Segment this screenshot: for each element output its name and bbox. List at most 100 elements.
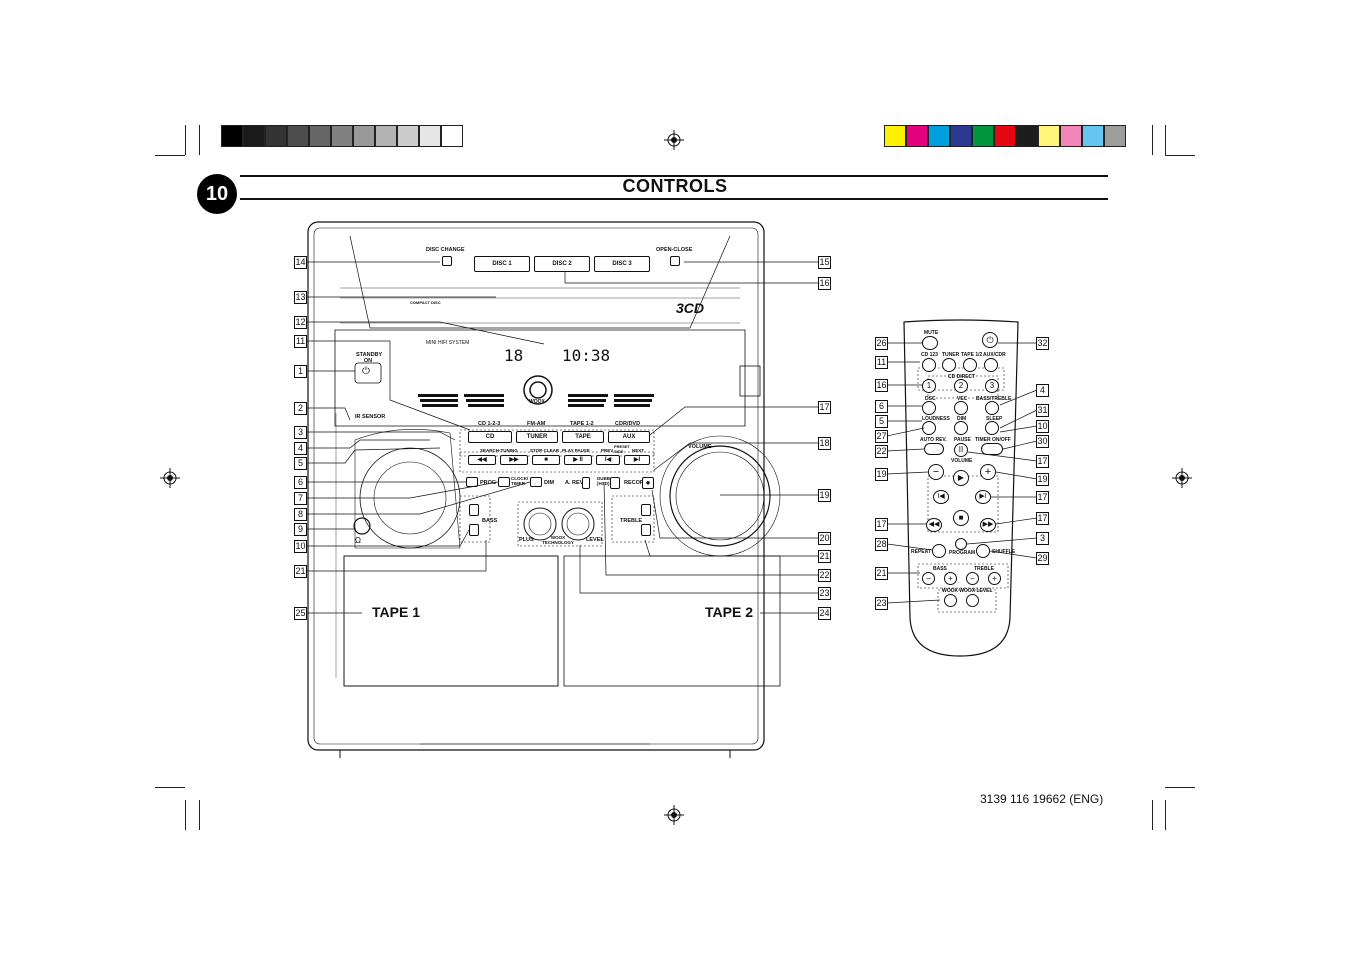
unit-callout: 18 [818, 437, 831, 450]
remote-callout: 11 [875, 356, 888, 369]
stop-button[interactable]: ■ [532, 455, 560, 465]
bass-down-button[interactable] [469, 524, 479, 536]
prev-button[interactable]: I◀ [596, 455, 620, 465]
remote-power-button[interactable]: ⏻ [982, 332, 998, 348]
remote-callout: 29 [1036, 552, 1049, 565]
forward-button[interactable]: ▶▶ [500, 455, 528, 465]
remote-bass-label: BASS [933, 566, 947, 572]
remote-timer-button[interactable] [981, 443, 1003, 455]
remote-aux-button[interactable] [984, 358, 998, 372]
crop-mark [199, 125, 200, 155]
color-swatch [950, 125, 972, 147]
remote-tuner-button[interactable] [942, 358, 956, 372]
unit-callout: 12 [294, 316, 307, 329]
remote-shuffle-label: SHUFFLE [992, 549, 1016, 555]
remote-tape-button[interactable] [963, 358, 977, 372]
standby-power-icon[interactable]: ⏻ [362, 366, 370, 377]
unit-callout: 3 [294, 426, 307, 439]
crop-mark [1165, 787, 1195, 788]
remote-woox-label: WOOX WOOX LEVEL [942, 588, 993, 594]
a-rev-button[interactable] [582, 477, 590, 489]
record-button[interactable]: ● [642, 477, 654, 489]
remote-rewind-button[interactable]: ◀◀ [926, 518, 942, 532]
remote-volume-down-button[interactable]: − [928, 464, 944, 480]
aux-button[interactable]: AUX [608, 431, 650, 443]
crop-mark [1165, 800, 1166, 830]
color-swatch [906, 125, 928, 147]
unit-callout: 6 [294, 476, 307, 489]
remote-treble-down-button[interactable]: − [966, 572, 979, 585]
remote-bass-down-button[interactable]: − [922, 572, 935, 585]
remote-bass-up-button[interactable]: + [944, 572, 957, 585]
disc-2-button[interactable]: DISC 2 [534, 256, 590, 272]
next-button[interactable]: ▶I [624, 455, 650, 465]
remote-callout: 31 [1036, 404, 1049, 417]
remote-cd3-button[interactable]: 3 [985, 379, 999, 393]
remote-auto-rev-button[interactable] [924, 443, 944, 455]
unit-callout: 5 [294, 457, 307, 470]
remote-sleep-button[interactable] [985, 421, 999, 435]
tuner-button[interactable]: TUNER [516, 431, 558, 443]
clock-timer-button[interactable] [498, 477, 510, 487]
remote-woox-button[interactable] [944, 594, 957, 607]
remote-cd2-button[interactable]: 2 [954, 379, 968, 393]
remote-stop-button[interactable]: ■ [953, 510, 969, 526]
treble-down-button[interactable] [641, 524, 651, 536]
tape-button[interactable]: TAPE [562, 431, 604, 443]
remote-prev-button[interactable]: I◀ [933, 490, 949, 504]
remote-play-button[interactable]: ▶ [953, 470, 969, 486]
remote-callout: 3 [1036, 532, 1049, 545]
remote-vec-label: VEC [957, 396, 968, 402]
bass-label: BASS [482, 518, 498, 524]
unit-callout: 2 [294, 402, 307, 415]
gray-swatch [375, 125, 397, 147]
remote-cd1-button[interactable]: 1 [922, 379, 936, 393]
remote-callout: 17 [875, 518, 888, 531]
remote-callout: 23 [875, 597, 888, 610]
remote-next-button[interactable]: ▶I [975, 490, 991, 504]
remote-pause-button[interactable]: II [954, 443, 968, 457]
dubb-button[interactable] [610, 477, 620, 489]
remote-loudness-label: LOUDNESS [922, 416, 950, 422]
remote-program-button[interactable] [955, 538, 967, 550]
cd-button[interactable]: CD [468, 431, 512, 443]
headphone-icon: Ω [355, 536, 361, 545]
remote-dim-button[interactable] [954, 421, 968, 435]
gray-swatch [331, 125, 353, 147]
remote-mute-label: MUTE [924, 330, 939, 336]
remote-treble-up-button[interactable]: + [988, 572, 1001, 585]
remote-aux-label: AUX/CDR [983, 352, 1006, 358]
open-close-button[interactable] [670, 256, 680, 266]
disc-1-button[interactable]: DISC 1 [474, 256, 530, 272]
gray-swatch [397, 125, 419, 147]
standby-label: STANDBY ON [356, 352, 383, 364]
dim-button[interactable] [530, 477, 542, 487]
remote-bass-treble-button[interactable] [985, 401, 999, 415]
remote-callout: 5 [875, 415, 888, 428]
remote-callout: 17 [1036, 491, 1049, 504]
remote-mute-button[interactable] [922, 336, 938, 350]
remote-vec-button[interactable] [954, 401, 968, 415]
remote-callout: 19 [1036, 473, 1049, 486]
disc-change-label: DISC CHANGE [426, 247, 465, 253]
remote-cd123-button[interactable] [922, 358, 936, 372]
crop-mark [1152, 800, 1153, 830]
treble-up-button[interactable] [641, 504, 651, 516]
color-swatch [1016, 125, 1038, 147]
remote-ffwd-button[interactable]: ▶▶ [980, 518, 996, 532]
remote-volume-up-button[interactable]: + [980, 464, 996, 480]
remote-dsc-button[interactable] [922, 401, 936, 415]
cd-logo: COMPACT DISC [410, 300, 441, 305]
bass-up-button[interactable] [469, 504, 479, 516]
unit-callout: 19 [818, 489, 831, 502]
remote-repeat-button[interactable] [932, 544, 946, 558]
remote-shuffle-button[interactable] [976, 544, 990, 558]
remote-callout: 19 [875, 468, 888, 481]
remote-cd123-label: CD 123 [921, 352, 938, 358]
disc-change-button[interactable] [442, 256, 452, 266]
mini-hifi-label: MINI HIFI SYSTEM [426, 340, 470, 346]
rewind-button[interactable]: ◀◀ [468, 455, 496, 465]
disc-3-button[interactable]: DISC 3 [594, 256, 650, 272]
remote-woox-level-button[interactable] [966, 594, 979, 607]
play-pause-button[interactable]: ▶ II [564, 455, 592, 465]
